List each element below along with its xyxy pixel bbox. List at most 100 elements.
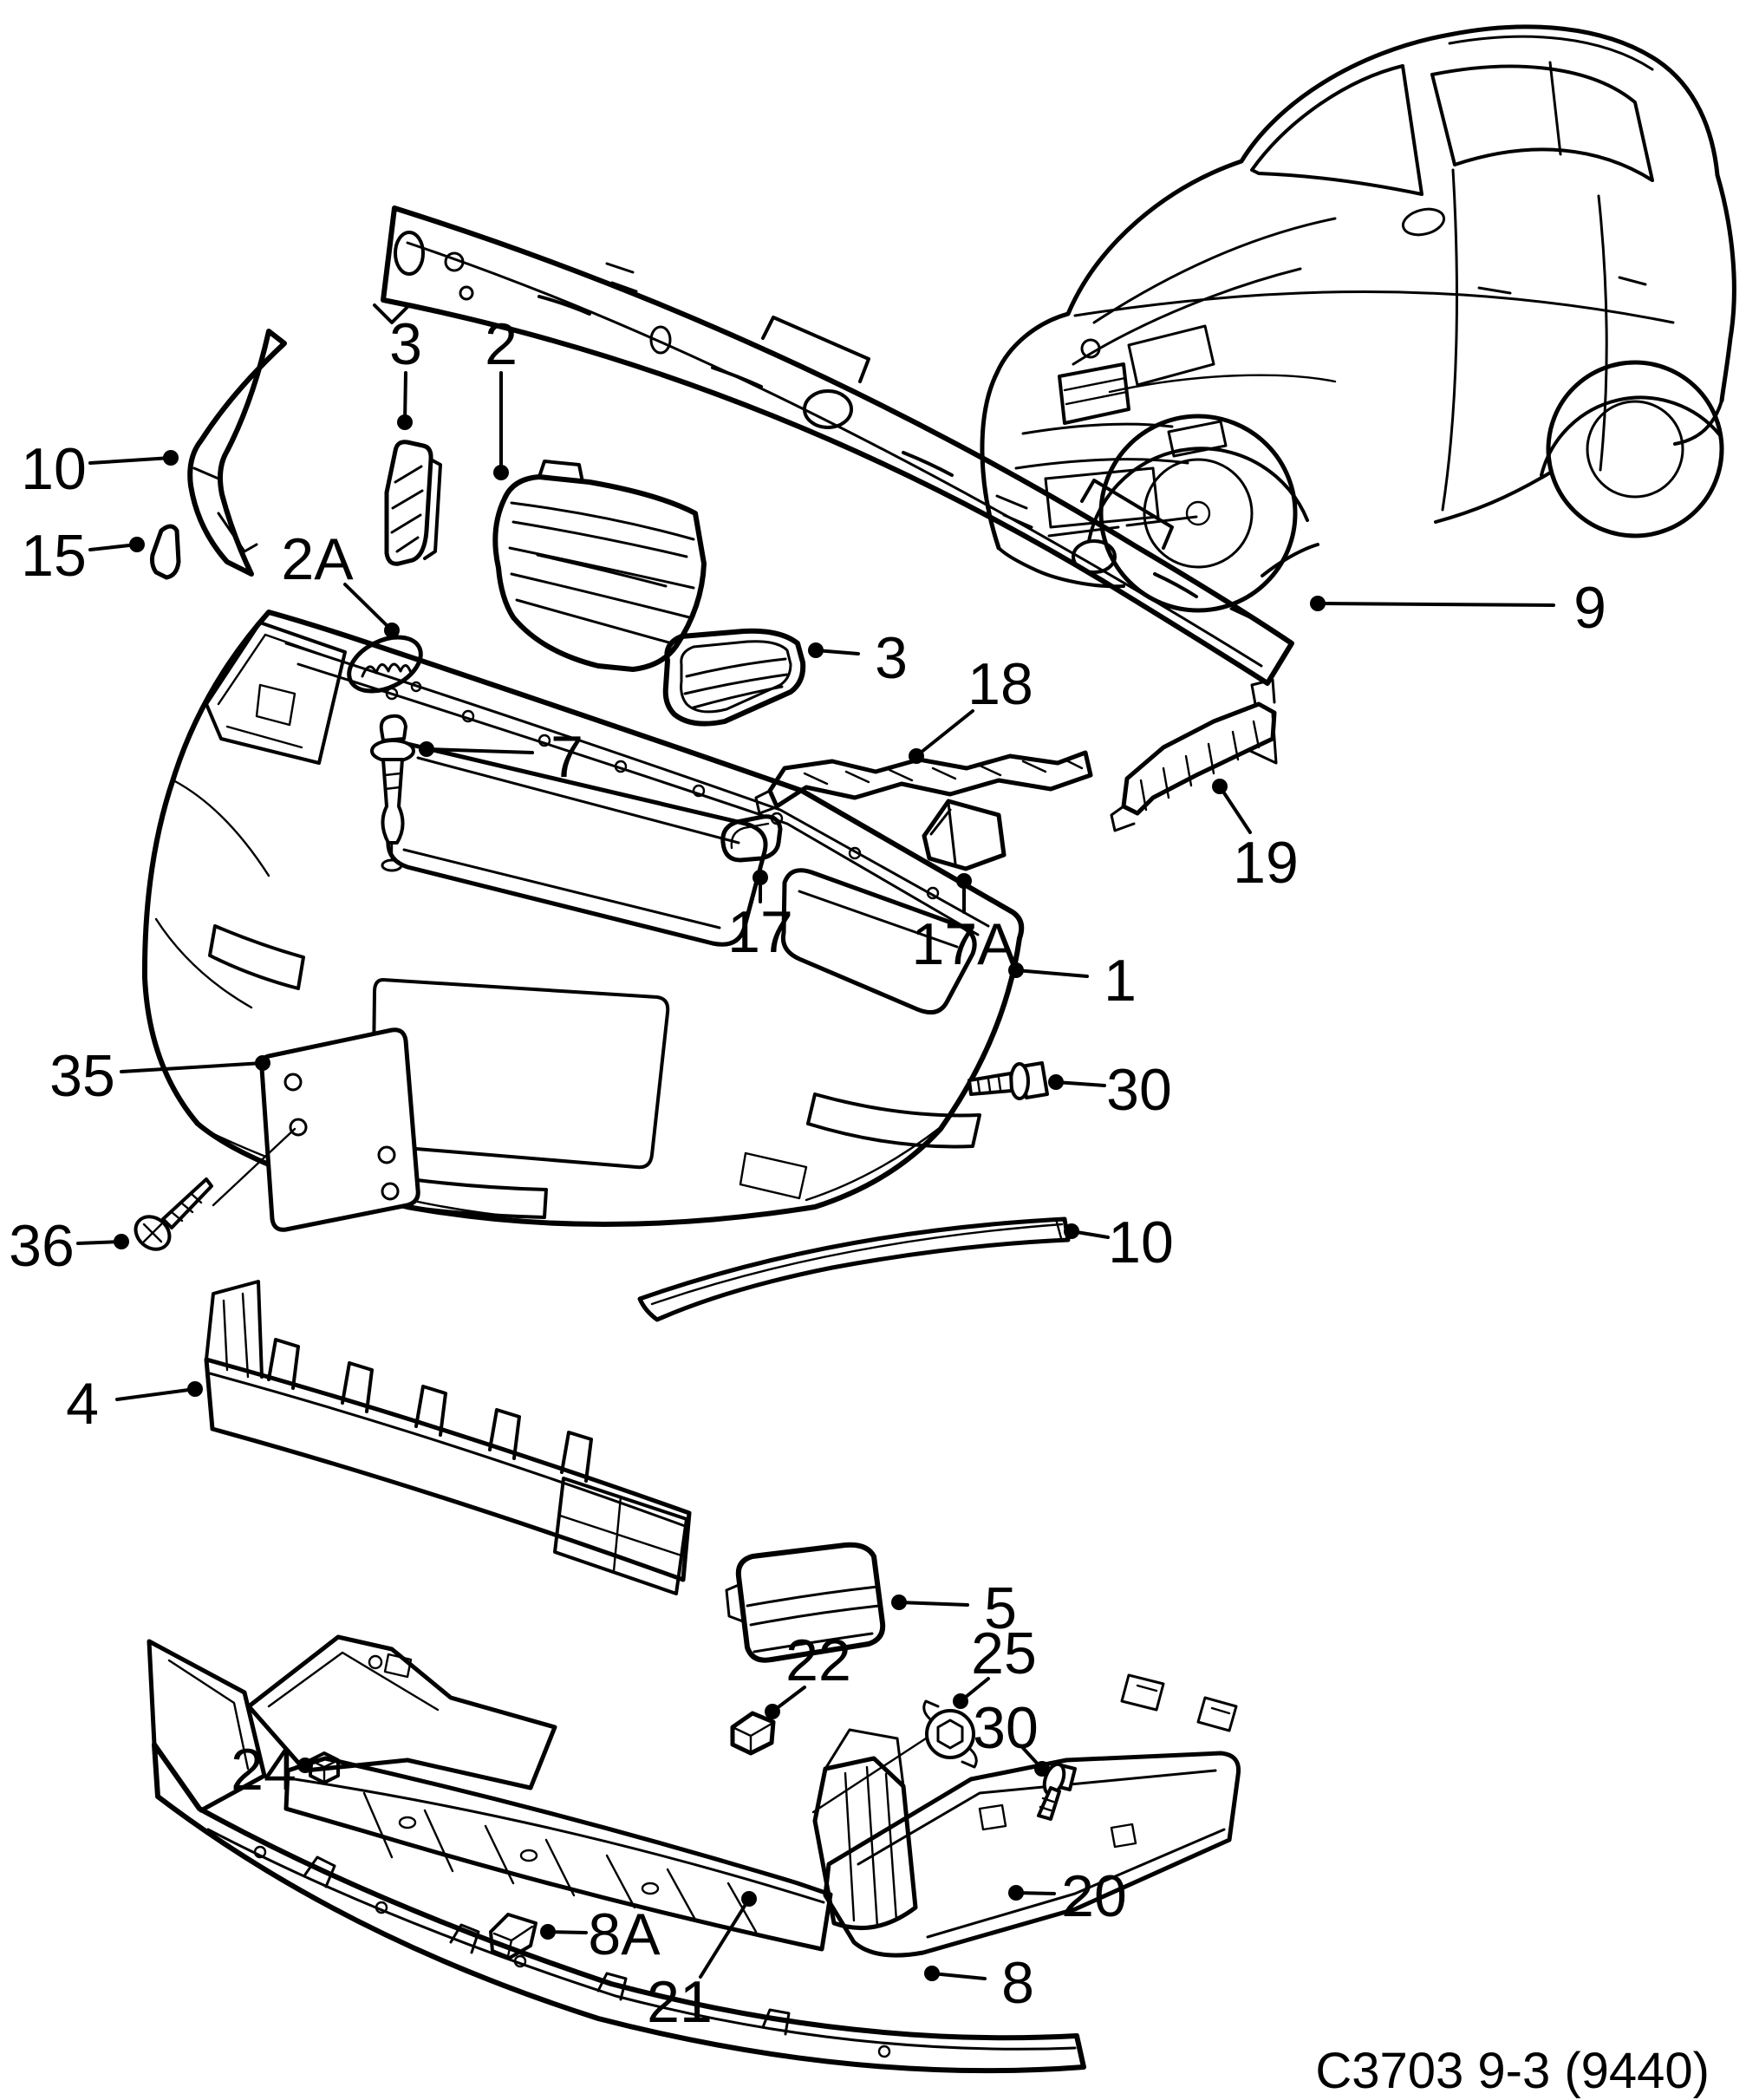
callout-number: 17A	[912, 911, 1018, 977]
nut-25-drawing	[922, 1699, 978, 1769]
part-callout-17A-11: 17A	[912, 873, 1018, 977]
callout-leader-line	[1054, 1080, 1106, 1087]
callout-number: 9	[1573, 575, 1606, 641]
callout-number: 8A	[588, 1901, 661, 1967]
part-callout-5-18: 5	[891, 1575, 1017, 1641]
part-callout-21-24: 21	[647, 1891, 757, 2035]
callout-dot	[397, 414, 413, 430]
callout-dot	[540, 1924, 556, 1940]
callout-number: 21	[647, 1969, 713, 2035]
callout-dot	[752, 870, 768, 885]
grille-insert-drawing	[725, 1542, 886, 1663]
part-callout-10-16: 10	[1064, 1210, 1174, 1275]
callout-dot	[1008, 962, 1024, 978]
callout-number: 15	[21, 523, 87, 589]
callout-leader-line	[930, 1972, 987, 1980]
callout-dot	[1008, 1885, 1024, 1901]
callout-number: 25	[971, 1621, 1037, 1686]
callout-leader-line	[699, 1897, 751, 1979]
clip-8A-drawing	[489, 1913, 537, 1960]
part-callout-20-25: 20	[1008, 1863, 1127, 1929]
callout-leader-line	[120, 1061, 264, 1073]
cover-piece-15-drawing	[150, 524, 181, 580]
license-plate-bracket-drawing	[212, 1027, 420, 1232]
callout-leader-line	[1316, 602, 1555, 607]
callout-number: 30	[1106, 1057, 1172, 1123]
callout-dot	[384, 623, 400, 638]
callout-dot	[924, 1966, 940, 1981]
callout-dot	[909, 748, 924, 764]
part-callout-17-10: 17	[727, 870, 793, 965]
callout-number: 18	[967, 651, 1033, 717]
callout-dot	[163, 450, 179, 466]
callout-dot	[1034, 1761, 1050, 1777]
callout-leader-line	[403, 371, 407, 424]
callout-leader-line	[343, 583, 394, 632]
callout-dot	[808, 642, 824, 658]
callout-number: 10	[1108, 1210, 1174, 1275]
callout-dot	[1064, 1223, 1079, 1239]
front-spoiler-drawing	[147, 1639, 1086, 2074]
part-callout-35-13: 35	[49, 1043, 270, 1109]
callout-number: 35	[49, 1043, 115, 1109]
bolt-30-lower-drawing	[1037, 1762, 1077, 1821]
under-cover-right-drawing	[823, 1673, 1241, 1958]
callout-leader-line	[915, 709, 974, 758]
part-callout-36-15: 36	[9, 1213, 129, 1279]
clip-22-drawing	[730, 1711, 776, 1756]
screw-36-drawing	[134, 1177, 213, 1251]
callout-leader-line	[1218, 785, 1252, 834]
callout-dot	[187, 1381, 203, 1397]
part-callout-30-14: 30	[1048, 1057, 1172, 1123]
callout-dot	[765, 1704, 780, 1719]
part-callout-2A-4: 2A	[281, 526, 400, 638]
callout-number: 7	[551, 724, 583, 790]
callout-dot	[1048, 1074, 1064, 1090]
radiator-grille-drawing	[492, 460, 707, 672]
callout-dot	[953, 1693, 968, 1709]
callout-dot	[891, 1595, 907, 1610]
callout-number: 2A	[281, 526, 354, 592]
callout-dot	[1310, 596, 1326, 611]
callout-dot	[255, 1055, 270, 1071]
callout-number: 17	[727, 899, 793, 965]
callout-number: 24	[231, 1737, 296, 1803]
clip-24-drawing	[309, 1751, 340, 1784]
callout-dot	[741, 1891, 757, 1907]
callout-leader-line	[88, 456, 173, 465]
car-overview-drawing	[980, 24, 1736, 613]
callout-dot	[493, 465, 509, 480]
part-callout-24-22: 24	[231, 1737, 313, 1803]
part-callout-30-21: 30	[973, 1695, 1050, 1777]
callout-leader-line	[115, 1387, 197, 1401]
washer-cover-17A-drawing	[922, 799, 1007, 871]
callout-number: 4	[66, 1371, 99, 1437]
part-callout-3-2: 3	[389, 311, 422, 430]
part-callout-19-9: 19	[1212, 779, 1299, 896]
callout-dot	[419, 741, 434, 757]
callout-dot	[297, 1758, 313, 1773]
callout-number: 2	[485, 311, 518, 377]
callout-number: 30	[973, 1695, 1039, 1761]
callout-dot	[956, 873, 972, 889]
callout-dot	[129, 537, 145, 552]
callout-number: 3	[875, 625, 908, 691]
bumper-molding-right-drawing	[637, 1216, 1071, 1322]
bumper-bracket-18-drawing	[754, 750, 1093, 815]
callout-number: 22	[785, 1627, 851, 1693]
callout-number: 10	[21, 436, 87, 502]
part-callout-9-8: 9	[1310, 575, 1606, 641]
callout-number: 20	[1061, 1863, 1127, 1929]
underbody-cover-drawing	[246, 1634, 928, 1952]
part-callout-10-0: 10	[21, 436, 179, 502]
callout-number: 36	[9, 1213, 75, 1279]
part-callout-7-5: 7	[419, 724, 583, 790]
part-callout-2-3: 2	[485, 311, 518, 480]
part-callout-8A-23: 8A	[540, 1901, 661, 1967]
part-callout-15-1: 15	[21, 523, 145, 589]
callout-number: 5	[984, 1575, 1017, 1641]
impact-bar-drawing	[373, 205, 1294, 686]
callout-dot	[1212, 779, 1228, 794]
